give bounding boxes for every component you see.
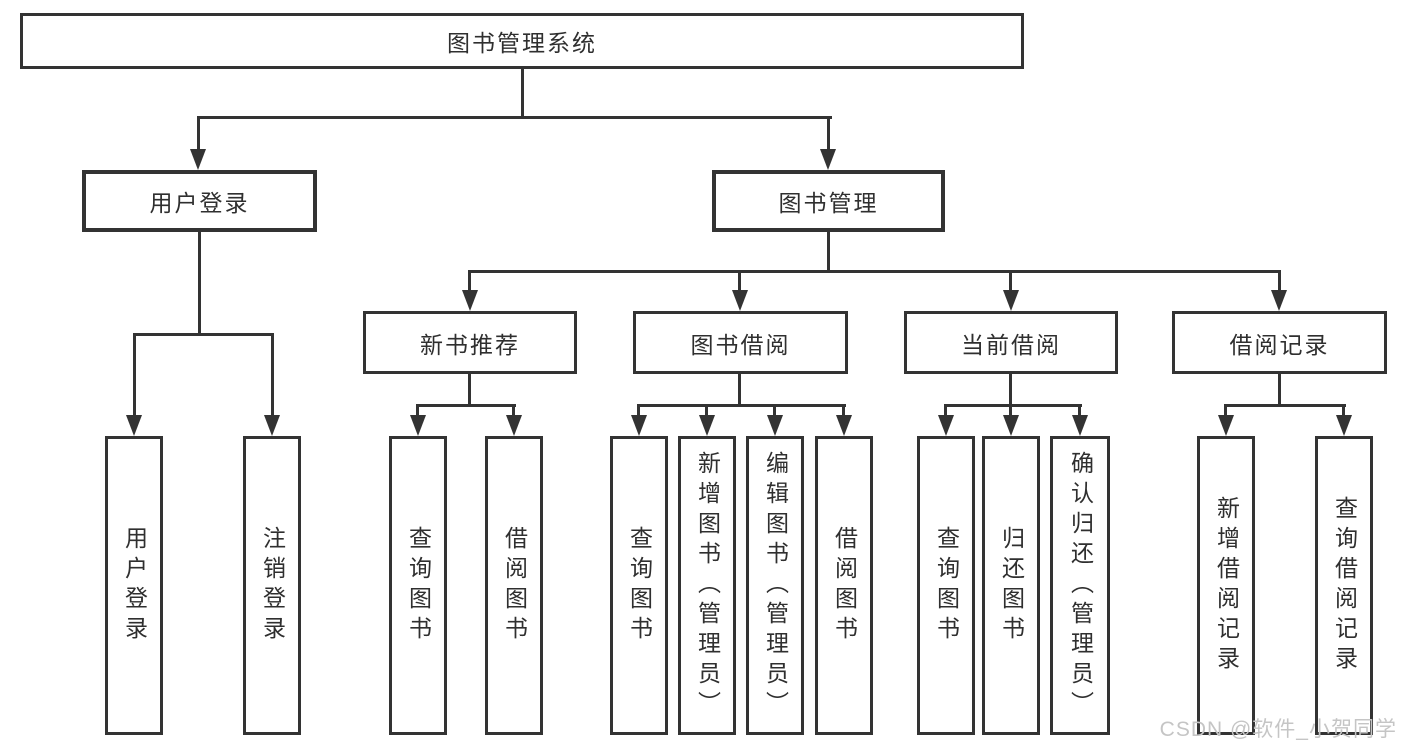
header-node-new-book-recommend: 新书推荐 (363, 311, 577, 374)
leaf-node-add-borrow-record: 新增借阅记录 (1197, 436, 1255, 735)
arrow-down-icon (462, 290, 478, 311)
arrow-down-icon (1003, 290, 1019, 311)
connector-line (827, 116, 830, 151)
arrow-down-icon (631, 415, 647, 436)
arrow-down-icon (410, 415, 426, 436)
arrow-down-icon (1003, 415, 1019, 436)
arrow-down-icon (836, 415, 852, 436)
connector-line (637, 404, 846, 407)
connector-line (512, 404, 515, 418)
connector-line (416, 404, 516, 407)
leaf-node-borrow-books-recommend: 借阅图书 (485, 436, 543, 735)
connector-line (1342, 404, 1345, 418)
leaf-node-query-books-borrow: 查询图书 (610, 436, 668, 735)
leaf-node-query-books-recommend: 查询图书 (389, 436, 447, 735)
connector-line (468, 374, 471, 407)
arrow-down-icon (506, 415, 522, 436)
connector-line (521, 69, 524, 117)
connector-line (133, 333, 136, 417)
connector-line (944, 404, 1082, 407)
connector-line (944, 404, 947, 418)
connector-line (1009, 270, 1012, 292)
leaf-node-user-login: 用户登录 (105, 436, 163, 735)
connector-line (1009, 374, 1012, 407)
connector-line (197, 116, 200, 151)
branch-node-user-login: 用户登录 (82, 170, 317, 232)
arrow-down-icon (190, 149, 206, 170)
connector-line (133, 333, 274, 336)
leaf-node-query-borrow-record: 查询借阅记录 (1315, 436, 1373, 735)
connector-line (637, 404, 640, 418)
branch-node-book-management: 图书管理 (712, 170, 945, 232)
connector-line (197, 116, 832, 119)
leaf-node-edit-books-admin: 编辑图书（管理员） (746, 436, 804, 735)
connector-line (468, 270, 471, 292)
connector-line (773, 404, 776, 418)
leaf-node-query-books-current: 查询图书 (917, 436, 975, 735)
leaf-node-logout: 注销登录 (243, 436, 301, 735)
leaf-node-return-books: 归还图书 (982, 436, 1040, 735)
arrow-down-icon (699, 415, 715, 436)
header-node-current-borrow: 当前借阅 (904, 311, 1118, 374)
header-node-book-borrow: 图书借阅 (633, 311, 848, 374)
arrow-down-icon (938, 415, 954, 436)
arrow-down-icon (1271, 290, 1287, 311)
arrow-down-icon (1336, 415, 1352, 436)
connector-line (198, 232, 201, 336)
header-node-borrow-records: 借阅记录 (1172, 311, 1387, 374)
connector-line (705, 404, 708, 418)
connector-line (842, 404, 845, 418)
connector-line (1009, 404, 1012, 418)
connector-line (271, 333, 274, 417)
connector-line (1224, 404, 1346, 407)
leaf-node-borrow-books: 借阅图书 (815, 436, 873, 735)
arrow-down-icon (820, 149, 836, 170)
arrow-down-icon (767, 415, 783, 436)
arrow-down-icon (1072, 415, 1088, 436)
arrow-down-icon (1218, 415, 1234, 436)
csdn-watermark: CSDN @软件_小贺同学 (1159, 718, 1397, 741)
connector-line (1224, 404, 1227, 418)
connector-line (738, 374, 741, 407)
connector-line (1278, 270, 1281, 292)
leaf-node-add-books-admin: 新增图书（管理员） (678, 436, 736, 735)
root-node-library-management-system: 图书管理系统 (20, 13, 1024, 69)
connector-line (1278, 374, 1281, 407)
leaf-node-confirm-return-admin: 确认归还（管理员） (1050, 436, 1110, 735)
connector-line (1078, 404, 1081, 418)
connector-line (468, 270, 1281, 273)
connector-line (416, 404, 419, 418)
connector-line (827, 232, 830, 273)
arrow-down-icon (264, 415, 280, 436)
arrow-down-icon (126, 415, 142, 436)
connector-line (738, 270, 741, 292)
arrow-down-icon (732, 290, 748, 311)
